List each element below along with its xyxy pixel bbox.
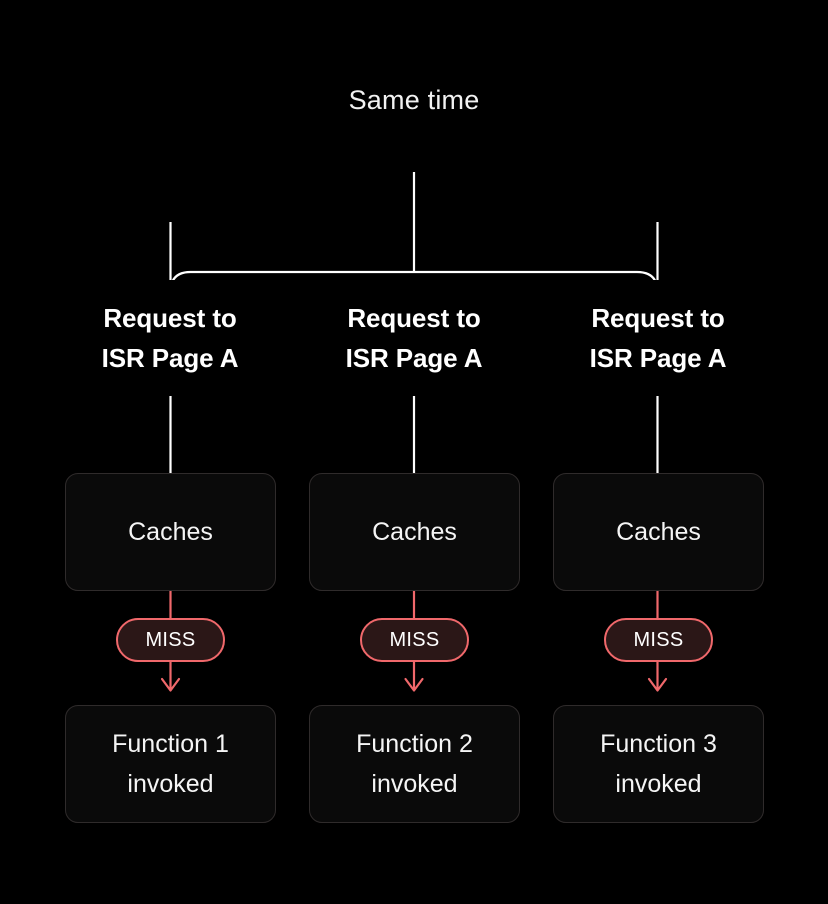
miss-badge-1[interactable]: MISS (116, 618, 225, 662)
function-box-1-line2: invoked (127, 770, 214, 798)
miss-badge-3[interactable]: MISS (604, 618, 713, 662)
function-box-1[interactable]: Function 1 invoked (65, 705, 276, 823)
cache-box-2[interactable]: Caches (309, 473, 520, 591)
request-label-2-line2: ISR Page A (345, 343, 483, 373)
function-box-2-line2: invoked (371, 770, 458, 798)
request-label-2-line1: Request to (347, 303, 481, 333)
function-box-2[interactable]: Function 2 invoked (309, 705, 520, 823)
cache-box-1-label: Caches (128, 518, 213, 546)
function-box-3-text: Function 3 invoked (600, 724, 717, 804)
cache-box-2-label: Caches (372, 518, 457, 546)
cache-box-1[interactable]: Caches (65, 473, 276, 591)
request-label-1-line2: ISR Page A (101, 343, 239, 373)
function-box-3[interactable]: Function 3 invoked (553, 705, 764, 823)
miss-badge-1-label: MISS (145, 628, 196, 651)
miss-badge-2[interactable]: MISS (360, 618, 469, 662)
request-label-1-line1: Request to (103, 303, 237, 333)
fan-out-bracket (169, 172, 659, 280)
diagram-title: Same time (348, 85, 480, 115)
function-box-3-line2: invoked (615, 770, 702, 798)
request-label-3-line1: Request to (591, 303, 725, 333)
request-label-2: Request to ISR Page A (294, 298, 534, 378)
miss-badge-3-label: MISS (633, 628, 684, 651)
function-box-1-line1: Function 1 (112, 730, 229, 758)
function-box-1-text: Function 1 invoked (112, 724, 229, 804)
cache-box-3[interactable]: Caches (553, 473, 764, 591)
cache-box-3-label: Caches (616, 518, 701, 546)
miss-badge-2-label: MISS (389, 628, 440, 651)
request-label-3: Request to ISR Page A (538, 298, 778, 378)
request-label-1: Request to ISR Page A (50, 298, 290, 378)
request-label-3-line2: ISR Page A (589, 343, 727, 373)
function-box-2-line1: Function 2 (356, 730, 473, 758)
function-box-3-line1: Function 3 (600, 730, 717, 758)
function-box-2-text: Function 2 invoked (356, 724, 473, 804)
